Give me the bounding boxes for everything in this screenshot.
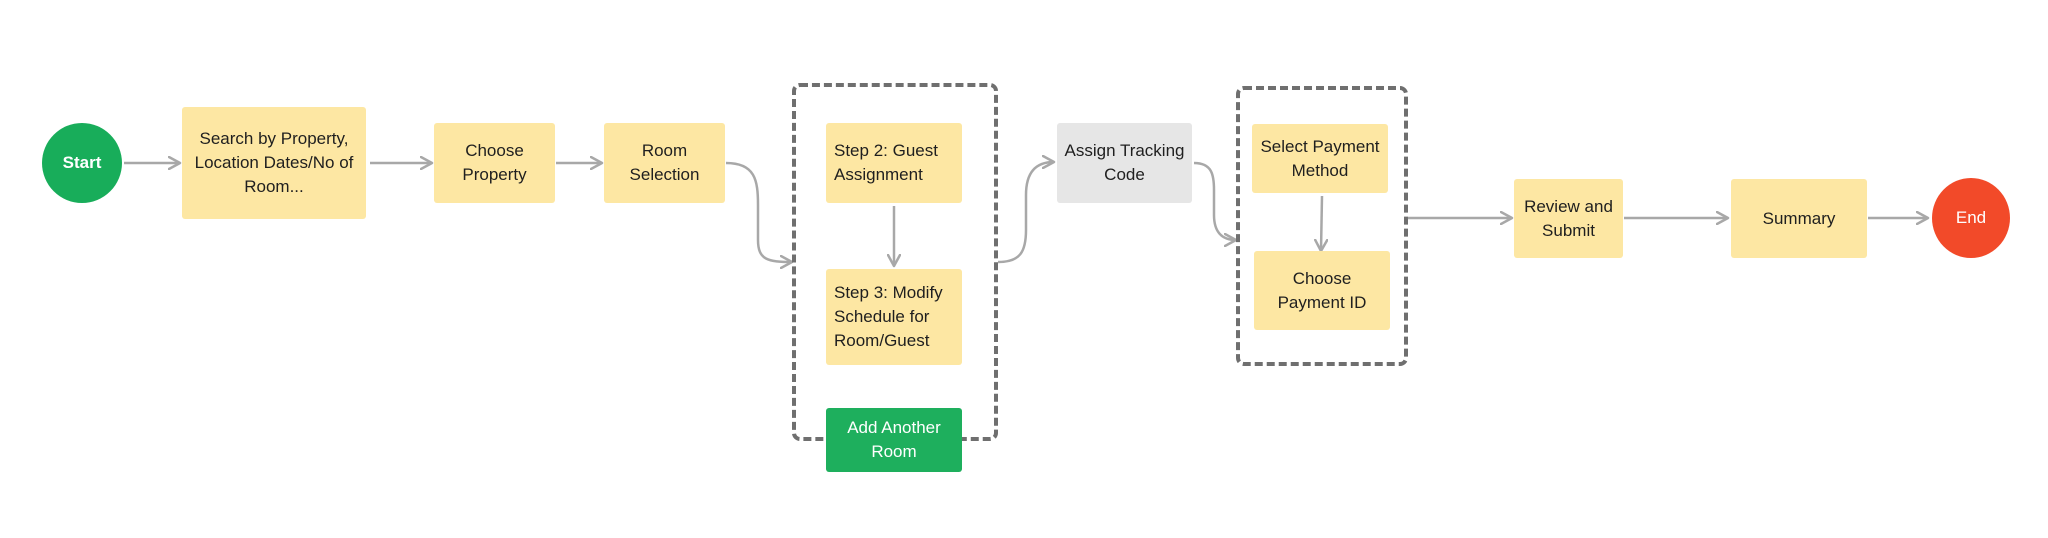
modify-schedule-node[interactable]: Step 3: Modify Schedule for Room/Guest <box>826 269 962 365</box>
room-selection-label: Room Selection <box>629 141 700 184</box>
payment-steps-group <box>1236 86 1408 366</box>
summary-label: Summary <box>1762 208 1836 228</box>
review-submit-label: Review and Submit <box>1524 196 1613 240</box>
choose-property-label: Choose Property <box>462 141 527 184</box>
choose-payment-id-label: Choose Payment ID <box>1277 268 1367 312</box>
select-payment-node[interactable]: Select Payment Method <box>1252 124 1388 193</box>
assign-tracking-label: Assign Tracking Code <box>1064 141 1185 184</box>
start-label: Start <box>62 153 102 172</box>
guest-assignment-node[interactable]: Step 2: Guest Assignment <box>826 123 962 203</box>
modify-schedule-label: Step 3: Modify Schedule for Room/Guest <box>834 283 943 350</box>
search-label: Search by Property, Location Dates/No of… <box>194 129 354 196</box>
assign-tracking-node[interactable]: Assign Tracking Code <box>1057 123 1192 203</box>
arrow-room-to-room-group <box>725 161 792 262</box>
room-selection-node[interactable]: Room Selection <box>604 123 725 203</box>
end-node[interactable]: End <box>1932 178 2010 258</box>
end-label: End <box>1955 208 1987 227</box>
arrow-payment-to-payment-id <box>1321 195 1322 251</box>
add-another-room-button[interactable]: Add Another Room <box>826 408 962 472</box>
arrow-room-group-to-tracking <box>997 162 1054 264</box>
arrow-tracking-to-payment-group <box>1193 161 1236 240</box>
add-another-room-label: Add Another Room <box>847 418 941 461</box>
choose-property-node[interactable]: Choose Property <box>434 123 555 203</box>
review-submit-node[interactable]: Review and Submit <box>1514 179 1623 258</box>
choose-payment-id-node[interactable]: Choose Payment ID <box>1254 251 1390 330</box>
start-node[interactable]: Start <box>42 123 122 203</box>
select-payment-label: Select Payment Method <box>1260 136 1380 180</box>
summary-node[interactable]: Summary <box>1731 179 1867 258</box>
search-node[interactable]: Search by Property, Location Dates/No of… <box>182 107 366 219</box>
guest-assignment-label: Step 2: Guest Assignment <box>834 141 938 184</box>
